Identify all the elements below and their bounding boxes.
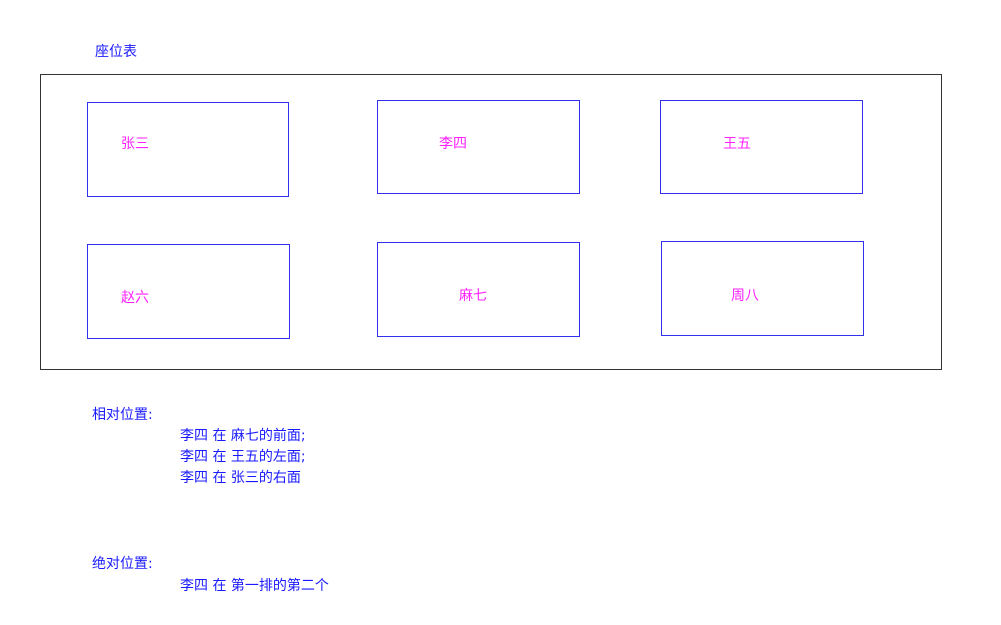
- relative-position-label: 相对位置:: [92, 407, 153, 423]
- seat-name: 李四: [439, 136, 467, 152]
- relative-line: 李四 在 张三的右面: [180, 470, 301, 486]
- diagram-title: 座位表: [95, 44, 137, 60]
- seat-maqi: 麻七: [377, 242, 580, 337]
- seat-zhaoliu: 赵六: [87, 244, 290, 339]
- seat-lisi: 李四: [377, 100, 580, 194]
- seat-zhouba: 周八: [661, 241, 864, 336]
- seating-frame: [40, 74, 942, 370]
- absolute-position-label: 绝对位置:: [92, 556, 153, 572]
- seat-wangwu: 王五: [660, 100, 863, 194]
- seat-name: 赵六: [121, 290, 149, 306]
- seat-name: 王五: [723, 136, 751, 152]
- relative-line: 李四 在 麻七的前面;: [180, 428, 306, 444]
- seat-zhangsan: 张三: [87, 102, 289, 197]
- seat-name: 张三: [121, 136, 149, 152]
- seat-name: 周八: [731, 288, 759, 304]
- relative-line: 李四 在 王五的左面;: [180, 449, 306, 465]
- seat-name: 麻七: [459, 288, 487, 304]
- absolute-line: 李四 在 第一排的第二个: [180, 578, 329, 594]
